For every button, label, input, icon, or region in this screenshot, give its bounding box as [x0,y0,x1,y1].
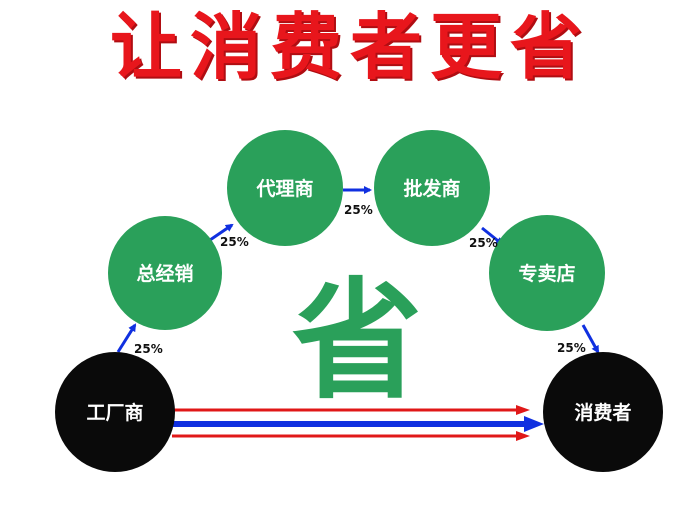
markup-label-2: 25% [220,235,249,249]
node-consumer-label: 消费者 [574,401,631,424]
node-retailer-label: 专卖店 [518,262,575,285]
markup-label-1: 25% [134,342,163,356]
node-factory: 工厂商 [55,352,175,472]
markup-label-5: 25% [557,341,586,355]
page-title: 让消费者更省 [109,4,590,89]
node-wholesaler: 批发商 [374,130,490,246]
node-wholesaler-label: 批发商 [403,177,460,200]
node-retailer: 专卖店 [489,215,605,331]
save-character: 省 [292,265,422,417]
arrow-factory-to-general [116,323,137,353]
markup-label-3: 25% [344,203,373,217]
arrow-general-to-agent [209,223,234,242]
direct-arrowhead-red-bottom [516,431,530,441]
direct-arrowhead-red-top [516,405,530,415]
arrow-retailer-to-consumer [581,324,600,354]
markup-label-4: 25% [469,236,498,250]
node-general-distributor: 总经销 [108,216,222,330]
node-general-distributor-label: 总经销 [136,262,193,285]
node-consumer: 消费者 [543,352,663,472]
direct-arrows [172,405,544,441]
direct-arrowhead-blue [524,416,544,432]
node-agent: 代理商 [227,130,343,246]
node-factory-label: 工厂商 [86,401,143,424]
node-agent-label: 代理商 [255,177,313,200]
